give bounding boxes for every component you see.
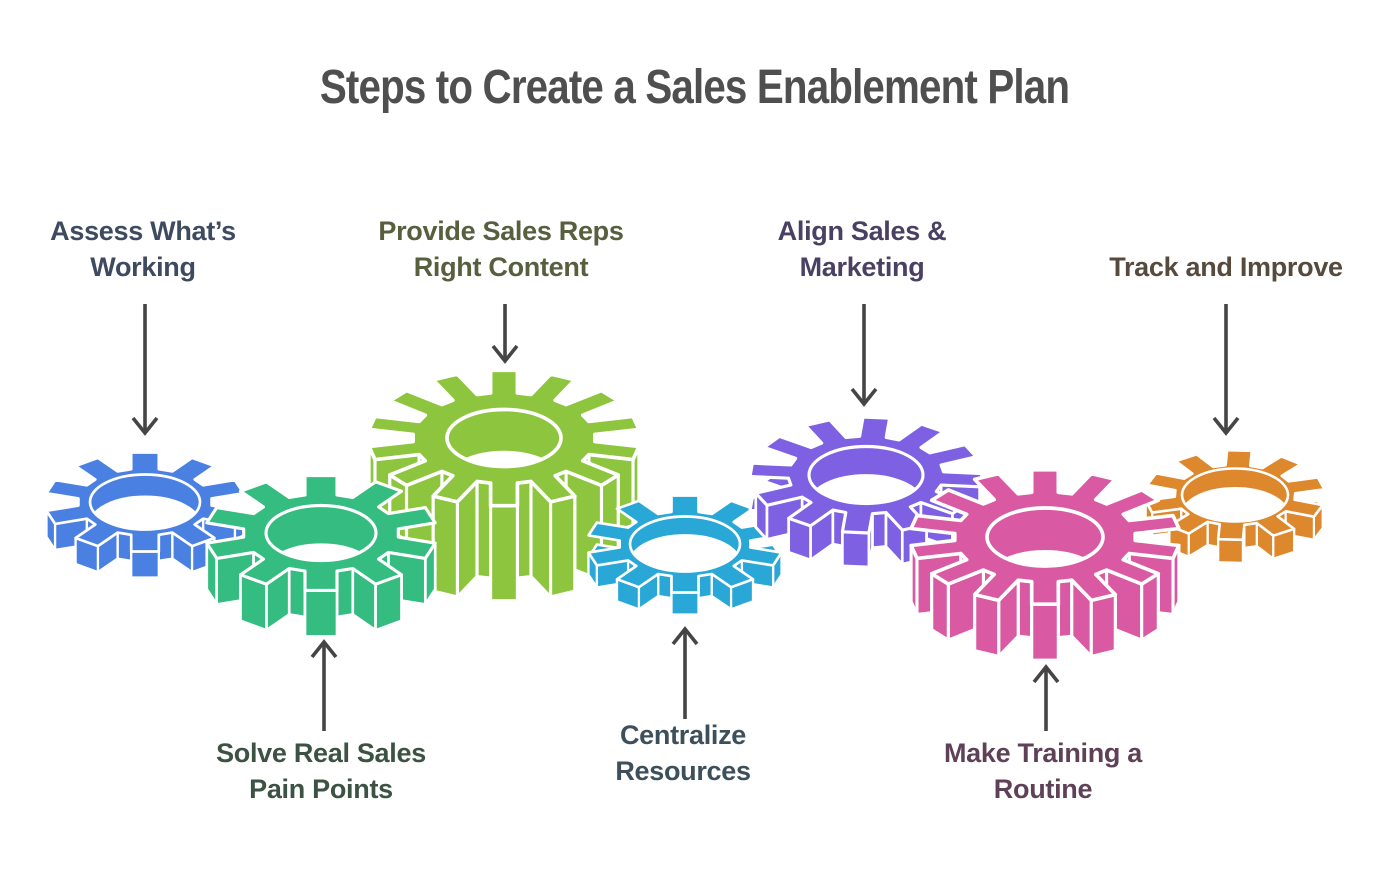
arrow-down-icon [1212,304,1240,436]
gear-cyan [587,494,783,616]
gear-green [205,474,437,638]
page-title: Steps to Create a Sales Enablement Plan [319,61,1070,114]
step-label-solve-real-sales-pain-points: Solve Real Sales Pain Points [216,738,426,804]
step-label-assess-whats-working: Assess What’s Working [50,216,236,282]
gear-pink [909,467,1181,663]
arrow-down-icon [491,304,519,364]
arrow-up-icon [310,639,338,731]
gear-blue [45,451,245,579]
step-label-track-and-improve: Track and Improve [1109,252,1343,282]
step-label-align-sales-and-marketing: Align Sales & Marketing [777,216,947,282]
arrow-up-icon [1032,664,1060,731]
step-label-make-training-a-routine: Make Training a Routine [943,738,1143,804]
arrow-down-icon [850,304,878,407]
arrow-down-icon [131,304,159,436]
step-label-centralize-resources: Centralize Resources [615,720,751,786]
step-label-provide-sales-reps-right-content: Provide Sales Reps Right Content [378,216,624,282]
arrow-up-icon [671,626,699,719]
